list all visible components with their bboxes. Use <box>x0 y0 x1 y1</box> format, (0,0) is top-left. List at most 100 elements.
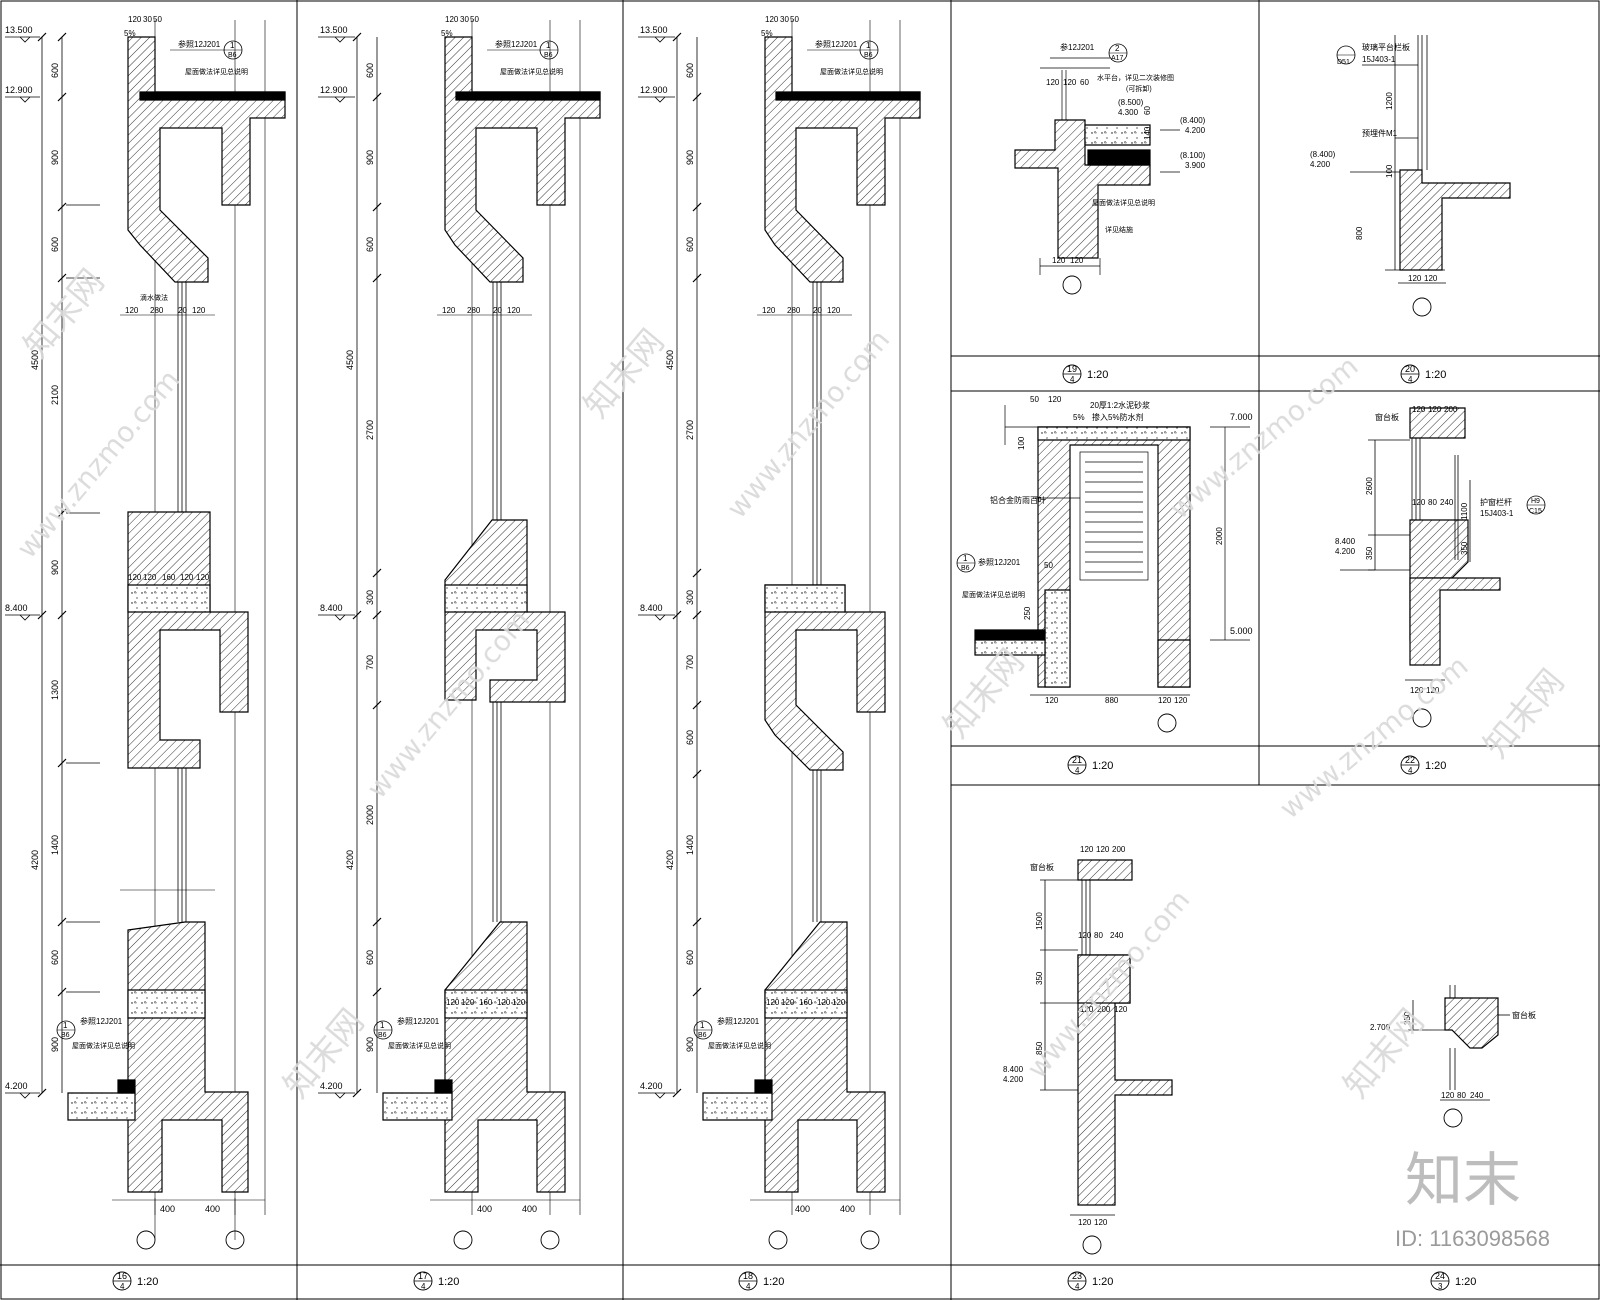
d21-dim-2000: 2000 <box>1215 527 1224 545</box>
d19-dim-top-1: 120 <box>1063 78 1077 87</box>
s17-top-120: 120 <box>445 15 459 24</box>
d21-ref-sheet: B6 <box>961 565 970 572</box>
s17-dim-600c: 600 <box>365 950 375 965</box>
s18-title-number: 18 <box>743 1271 753 1281</box>
s18-w-20: 20 <box>813 306 822 315</box>
s18-slope: 5% <box>761 29 773 38</box>
d22-dim-350a: 350 <box>1365 546 1374 560</box>
s17-w-120b: 120 <box>507 306 521 315</box>
s17-dim-4500: 4500 <box>345 350 355 370</box>
s16-level-8400: 8.400 <box>5 603 28 613</box>
s18-dim-600a: 600 <box>685 63 695 78</box>
d22-rail-ref: 15J403-1 <box>1480 509 1514 518</box>
s17-dim-2700: 2700 <box>365 420 375 440</box>
d20-level-0: (8.400) <box>1310 150 1336 159</box>
d19-note-sub: (可拆卸) <box>1126 84 1152 93</box>
s16-dim-4500: 4500 <box>30 350 40 370</box>
s18-w-280: 280 <box>787 306 801 315</box>
s18-top-50: 50 <box>790 15 799 24</box>
s18-dim-900c: 900 <box>685 1037 695 1052</box>
s17-level-4200: 4.200 <box>320 1081 343 1091</box>
d21-level-7000: 7.000 <box>1230 412 1253 422</box>
d20-note-anchor: 预埋件M1 <box>1362 128 1398 138</box>
s17-roof-note-bot: 屋面做法详见总说明 <box>388 1041 451 1050</box>
s18-dim-4200: 4200 <box>665 850 675 870</box>
d22-level-8400: 8.400 <box>1335 537 1356 546</box>
d24-dim-bot-0: 120 <box>1441 1091 1455 1100</box>
d20-dim-bot-1: 120 <box>1424 274 1438 283</box>
d20-dim-1200: 1200 <box>1385 92 1394 110</box>
brand-logo: 知末 <box>1405 1146 1521 1214</box>
s16-w-120a: 120 <box>125 306 139 315</box>
d19-note-platform: 水平台，详见二次装修图 <box>1097 73 1174 82</box>
d22-dim-mid-0: 120 <box>1412 498 1426 507</box>
watermark-url-6: www.znzmo.com <box>1273 649 1474 825</box>
d22-title-scale: 1:20 <box>1425 760 1446 772</box>
s17-dim-600b: 600 <box>365 237 375 252</box>
watermark-brand-5: 知末网 <box>1336 1002 1432 1106</box>
d23-dim-bot-0: 120 <box>1078 1218 1092 1227</box>
s18-w-120a: 120 <box>762 306 776 315</box>
d23-dim-top-1: 120 <box>1096 845 1110 854</box>
d21-dim-100: 100 <box>1017 436 1026 450</box>
d24-title-scale: 1:20 <box>1455 1276 1476 1288</box>
d21-note-cap: 20厚1:2水泥砂浆 <box>1090 400 1150 410</box>
s16-axis-400a: 400 <box>160 1204 175 1214</box>
d19-dim-bot-1: 120 <box>1070 256 1084 265</box>
s16-level-13500: 13.500 <box>5 25 33 35</box>
s16-dim-600a: 600 <box>50 63 60 78</box>
d22-dim-mid-1: 80 <box>1428 498 1437 507</box>
d19-title-sheet: 4 <box>1070 375 1075 384</box>
s18-level-4200: 4.200 <box>640 1081 663 1091</box>
d19-dim-top-0: 120 <box>1046 78 1060 87</box>
d20-note-rail: 玻璃平台栏板 <box>1362 42 1410 52</box>
d22-title-number: 22 <box>1405 755 1415 765</box>
s17-band-120d: 120 <box>512 998 526 1007</box>
d22-note-rail: 护窗栏杆 <box>1480 497 1512 507</box>
d21-dim-250: 250 <box>1023 606 1032 620</box>
s17-concrete <box>382 36 601 1193</box>
s17-dim-900a: 900 <box>365 150 375 165</box>
d21-title-scale: 1:20 <box>1092 760 1113 772</box>
d23-dim-bot-1: 120 <box>1094 1218 1108 1227</box>
d22-dim-mid-2: 240 <box>1440 498 1454 507</box>
s18-title-scale: 1:20 <box>763 1276 784 1288</box>
s18-dim-600c: 600 <box>685 950 695 965</box>
s17-dim-4200: 4200 <box>345 850 355 870</box>
s17-title-scale: 1:20 <box>438 1276 459 1288</box>
d23-dim-mid-2: 240 <box>1110 931 1124 940</box>
s16-band-120c: 120 <box>180 573 194 582</box>
d21-top-50: 50 <box>1030 395 1039 404</box>
d20-bubble-top: D51 <box>1337 59 1350 66</box>
s18-band-160: 160 <box>799 998 813 1007</box>
watermark-brand-6: 知末网 <box>1476 662 1572 766</box>
d23-dim-850: 850 <box>1035 1041 1044 1055</box>
d23-dim-1500: 1500 <box>1035 912 1044 930</box>
d19-ref: 参12J201 <box>1060 42 1095 52</box>
d24-dim-350: 350 <box>1403 1011 1412 1025</box>
watermark-brand-1: 知末网 <box>16 262 112 366</box>
d19-dim-top-2: 60 <box>1080 78 1089 87</box>
d19-note-wall: 详见结施 <box>1105 225 1133 234</box>
s16-title-scale: 1:20 <box>137 1276 158 1288</box>
s18-w-120b: 120 <box>827 306 841 315</box>
d23-dim-low-1: 200 <box>1097 1005 1111 1014</box>
s17-band-120a: 120 <box>446 998 460 1007</box>
d23-title-number: 23 <box>1072 1271 1082 1281</box>
s18-dim-300: 300 <box>685 590 695 605</box>
s16-title-sheet: 4 <box>120 1282 125 1291</box>
s16-top-30: 30 <box>143 15 152 24</box>
d22-dim-bot-1: 120 <box>1426 686 1440 695</box>
d24-level-2700: 2.700 <box>1370 1023 1391 1032</box>
d24-dim-bot-1: 80 <box>1457 1091 1466 1100</box>
d23-level-8400: 8.400 <box>1003 1065 1024 1074</box>
d19-level-1: 4.300 <box>1118 108 1139 117</box>
s16-w-20: 20 <box>178 306 187 315</box>
d22-note-sill: 窗台板 <box>1375 412 1399 422</box>
d23-dim-low-0: 120 <box>1080 1005 1094 1014</box>
s16-dim-4200: 4200 <box>30 850 40 870</box>
s16-level-12900: 12.900 <box>5 85 33 95</box>
detail-19: 2 A17 参12J201 水平台，详见二次装修图 (可拆卸) 屋面做法详见总说… <box>1014 42 1206 384</box>
s18-bubble-top-1: 1 <box>866 41 871 50</box>
